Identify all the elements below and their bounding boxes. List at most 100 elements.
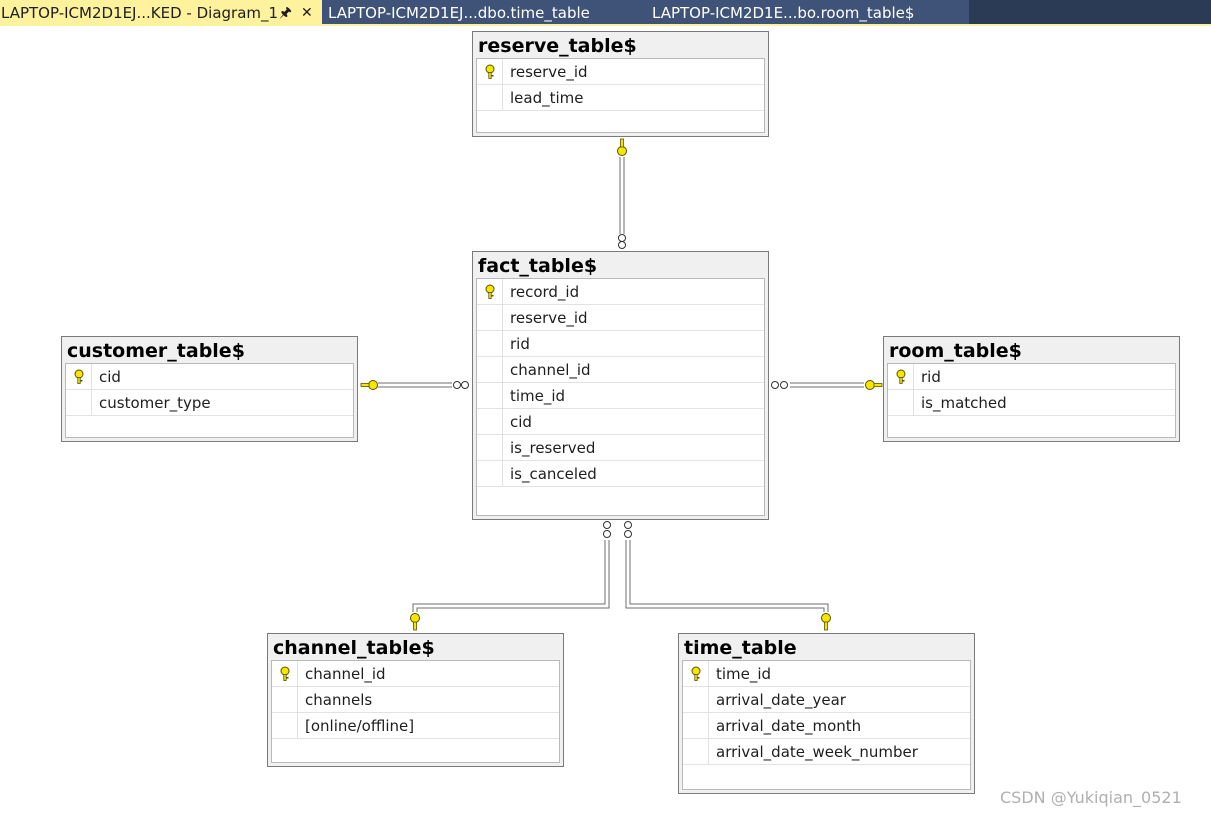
row-selector[interactable] [683,713,709,739]
column-grid: reserve_id lead_time [476,58,765,133]
relationship-fact-channel[interactable] [410,521,611,631]
relationship-fact-customer[interactable] [360,380,469,390]
row-selector[interactable] [477,331,503,357]
primary-key-icon [483,64,497,80]
relationship-fact-reserve[interactable] [617,138,627,249]
column-name: customer_type [99,394,211,412]
column-name: rid [510,335,530,353]
close-icon[interactable]: ✕ [301,5,313,21]
row-selector[interactable] [477,435,503,461]
row-selector[interactable] [888,390,914,416]
key-icon [865,380,883,390]
row-selector[interactable] [477,279,503,305]
column-row[interactable]: arrival_date_month [683,713,970,739]
row-selector[interactable] [477,461,503,487]
row-selector[interactable] [477,357,503,383]
column-row[interactable]: channel_id [477,357,764,383]
primary-key-icon [894,369,908,385]
watermark: CSDN @Yukiqian_0521 [1000,788,1182,807]
pin-icon[interactable]: 🖈 [279,5,292,21]
column-name: is_matched [921,394,1007,412]
infinity-icon [453,381,469,389]
column-row[interactable]: channel_id [272,661,559,687]
column-row[interactable]: cid [477,409,764,435]
table-title: fact_table$ [478,255,598,277]
column-name: arrival_date_month [716,717,862,735]
tab-room-table[interactable]: LAPTOP-ICM2D1E...bo.room_table$ [645,0,969,26]
column-row[interactable]: reserve_id [477,305,764,331]
column-name: cid [510,413,532,431]
column-grid: cid customer_type [65,363,354,438]
column-name: reserve_id [510,309,588,327]
column-name: channel_id [510,361,591,379]
column-row[interactable]: lead_time [477,85,764,111]
column-name: reserve_id [510,63,588,81]
column-row[interactable]: is_canceled [477,461,764,487]
tab-label: LAPTOP-ICM2D1EJ...KED - Diagram_1 [1,4,279,22]
column-row[interactable]: time_id [477,383,764,409]
row-selector[interactable] [888,364,914,390]
column-name: rid [921,368,941,386]
row-selector[interactable] [66,364,92,390]
table-title: room_table$ [889,340,1022,362]
infinity-icon [618,234,626,249]
column-row[interactable]: arrival_date_year [683,687,970,713]
row-selector[interactable] [683,687,709,713]
row-selector[interactable] [477,305,503,331]
key-icon [617,138,627,156]
column-row[interactable]: time_id [683,661,970,687]
row-selector[interactable] [477,383,503,409]
row-selector[interactable] [272,687,298,713]
column-row[interactable]: rid [477,331,764,357]
column-name: record_id [510,283,580,301]
tab-label: LAPTOP-ICM2D1E...bo.room_table$ [652,4,915,22]
table-channel[interactable]: channel_table$ channel_id channels [online/… [267,633,564,767]
column-row[interactable]: rid [888,364,1175,390]
table-title: time_table [684,637,797,659]
column-grid: channel_id channels [online/offline] [271,660,560,763]
column-row[interactable]: is_matched [888,390,1175,416]
tab-underline [0,24,1211,26]
tab-diagram[interactable]: LAPTOP-ICM2D1EJ...KED - Diagram_1 🖈 ✕ [0,0,322,26]
column-row[interactable]: channels [272,687,559,713]
table-title: channel_table$ [273,637,435,659]
row-selector[interactable] [683,739,709,765]
column-name: time_id [510,387,566,405]
row-selector[interactable] [477,85,503,111]
column-grid: time_id arrival_date_year arrival_date_mon… [682,660,971,790]
column-row[interactable]: reserve_id [477,59,764,85]
table-room[interactable]: room_table$rid is_matched [883,336,1180,442]
tab-label: LAPTOP-ICM2D1EJ...dbo.time_table [328,4,590,22]
column-row[interactable]: cid [66,364,353,390]
column-name: arrival_date_year [716,691,846,709]
relationship-fact-room[interactable] [771,380,883,390]
row-selector[interactable] [683,661,709,687]
column-row[interactable]: customer_type [66,390,353,416]
tab-time-table[interactable]: LAPTOP-ICM2D1EJ...dbo.time_table [322,0,645,26]
table-title: customer_table$ [67,340,245,362]
column-row[interactable]: arrival_date_week_number [683,739,970,765]
table-customer[interactable]: customer_table$cid customer_type [61,336,358,442]
row-selector[interactable] [66,390,92,416]
row-selector[interactable] [477,409,503,435]
key-icon [360,380,378,390]
column-row[interactable]: is_reserved [477,435,764,461]
relationship-fact-time[interactable] [624,521,831,631]
infinity-icon [771,381,788,389]
primary-key-icon [72,369,86,385]
column-row[interactable]: record_id [477,279,764,305]
column-name: channels [305,691,373,709]
column-row[interactable]: [online/offline] [272,713,559,739]
column-name: arrival_date_week_number [716,743,918,761]
row-selector[interactable] [477,59,503,85]
infinity-icon [603,521,611,538]
row-selector[interactable] [272,661,298,687]
column-name: channel_id [305,665,386,683]
row-selector[interactable] [272,713,298,739]
key-icon [821,613,831,631]
